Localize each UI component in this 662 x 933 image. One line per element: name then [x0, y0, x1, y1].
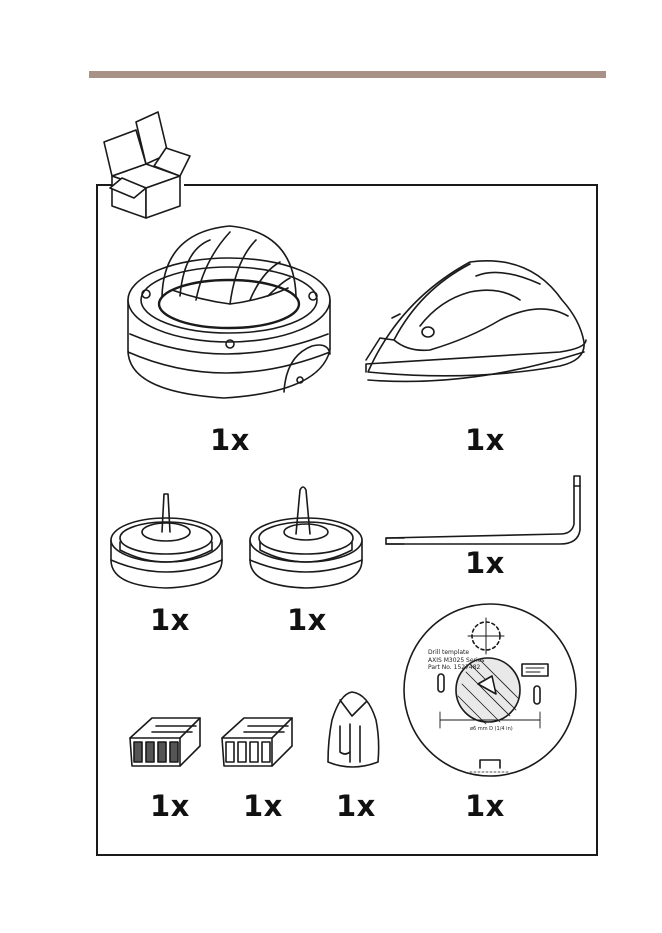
quantity-label-cable-gasket-thin: 1x	[150, 606, 190, 635]
terminal-block-connector-dark-icon	[130, 718, 200, 766]
drill-template-title: Drill template	[428, 649, 485, 657]
connector-guard-icon	[328, 692, 379, 767]
quantity-label-torx-key: 1x	[465, 549, 505, 578]
cable-gasket-thin-icon	[111, 494, 222, 588]
weather-shield-icon	[366, 261, 586, 382]
open-box-icon	[104, 112, 190, 218]
quantity-label-drill-template: 1x	[465, 792, 505, 821]
terminal-block-connector-light-icon	[222, 718, 292, 766]
quantity-label-connector-dark: 1x	[150, 792, 190, 821]
drill-template-label: Drill template AXIS M3025 Series Part No…	[428, 649, 485, 672]
torx-key-icon	[386, 476, 580, 544]
drill-template-model: AXIS M3025 Series	[428, 657, 485, 665]
quantity-label-connector-guard: 1x	[336, 792, 376, 821]
drill-template-dimension: ø6 mm D (1/4 in)	[470, 726, 513, 732]
drill-template-icon	[404, 604, 576, 776]
quantity-label-weather-shield: 1x	[465, 426, 505, 455]
quantity-label-dome-camera: 1x	[210, 426, 250, 455]
drill-template-part-number: Part No. 1527482	[428, 664, 485, 672]
dome-camera-icon	[128, 226, 330, 398]
cable-gasket-thick-icon	[250, 487, 362, 588]
quantity-label-connector-light: 1x	[243, 792, 283, 821]
quantity-label-cable-gasket-thick: 1x	[287, 606, 327, 635]
